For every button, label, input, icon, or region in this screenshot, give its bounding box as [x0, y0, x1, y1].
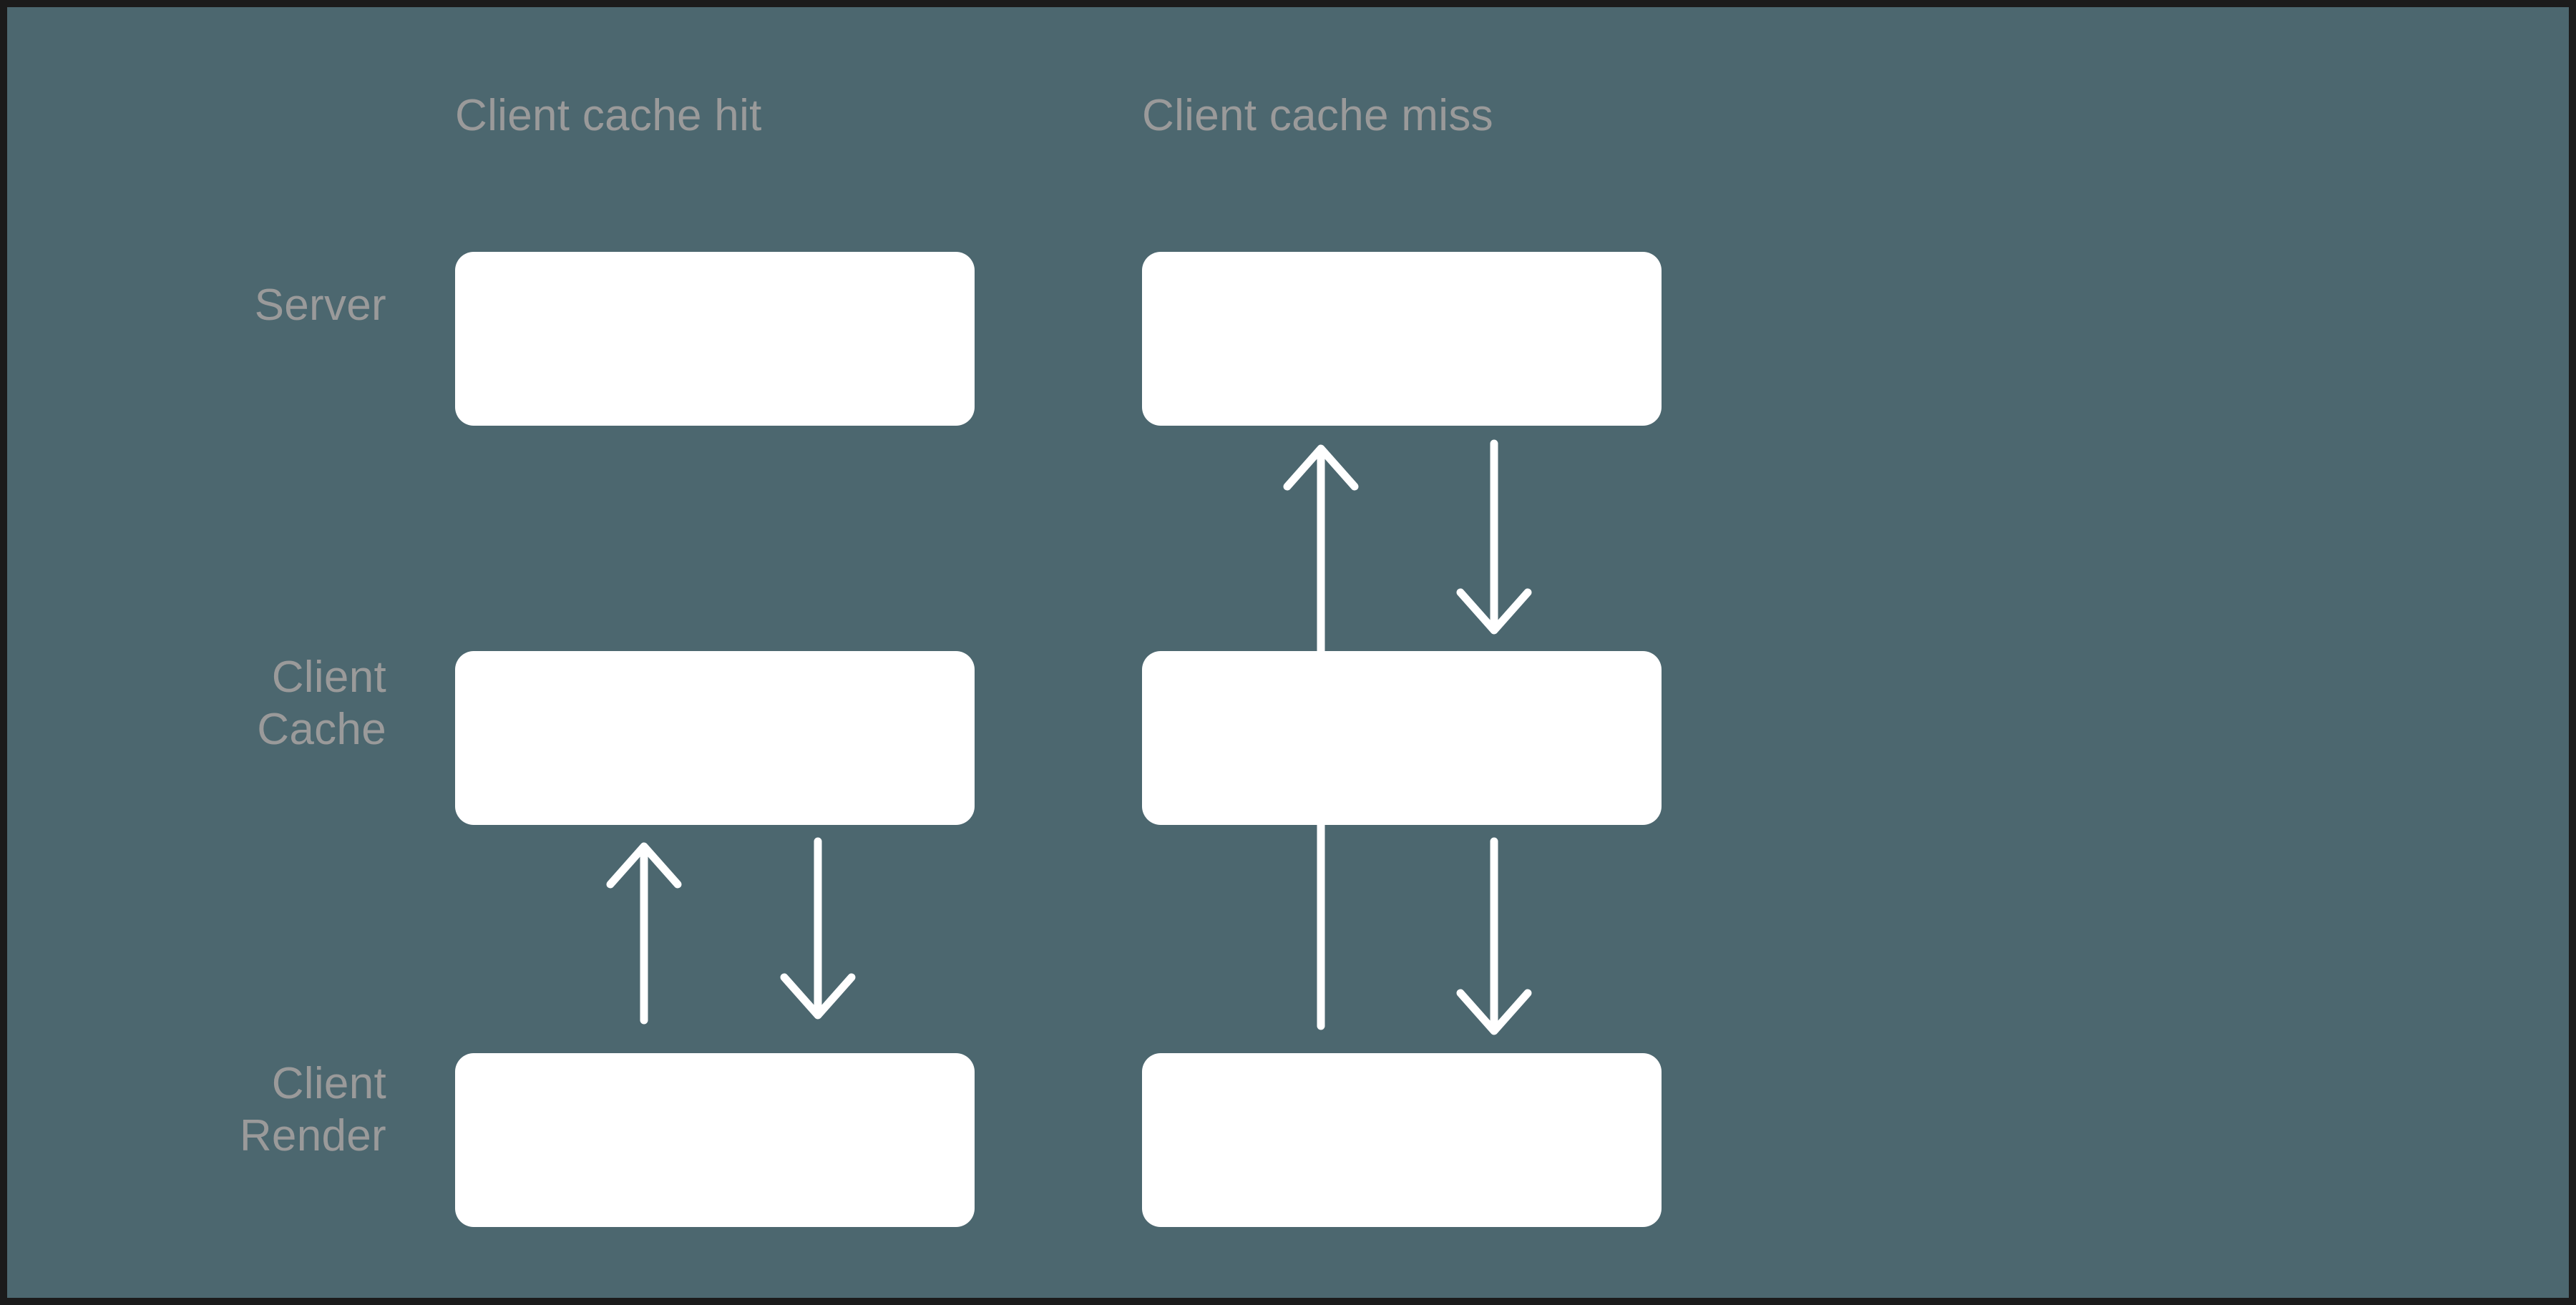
arrow-up-icon-hit-render-to-cache — [601, 837, 687, 1025]
row-label-server: Server — [254, 280, 386, 330]
node-hit-server[interactable] — [455, 252, 975, 426]
node-hit-client-render[interactable] — [455, 1053, 975, 1227]
node-hit-client-cache[interactable] — [455, 651, 975, 825]
node-miss-client-render[interactable] — [1142, 1053, 1662, 1227]
node-miss-server[interactable] — [1142, 252, 1662, 426]
diagram-canvas: Server Client Cache Client Render Client… — [7, 7, 2569, 1298]
column-header-client-cache-hit: Client cache hit — [455, 91, 762, 140]
arrow-down-icon-miss-server-to-cache — [1451, 439, 1537, 640]
arrow-down-icon-hit-cache-to-render — [775, 837, 861, 1025]
arrow-down-icon-miss-cache-to-render — [1451, 837, 1537, 1040]
column-header-client-cache-miss: Client cache miss — [1142, 91, 1493, 140]
row-label-client-render: Client Render — [239, 1059, 386, 1161]
node-miss-client-cache[interactable] — [1142, 651, 1662, 825]
row-label-client-cache: Client Cache — [257, 652, 386, 755]
arrow-up-icon-miss-render-to-server — [1278, 439, 1364, 1030]
